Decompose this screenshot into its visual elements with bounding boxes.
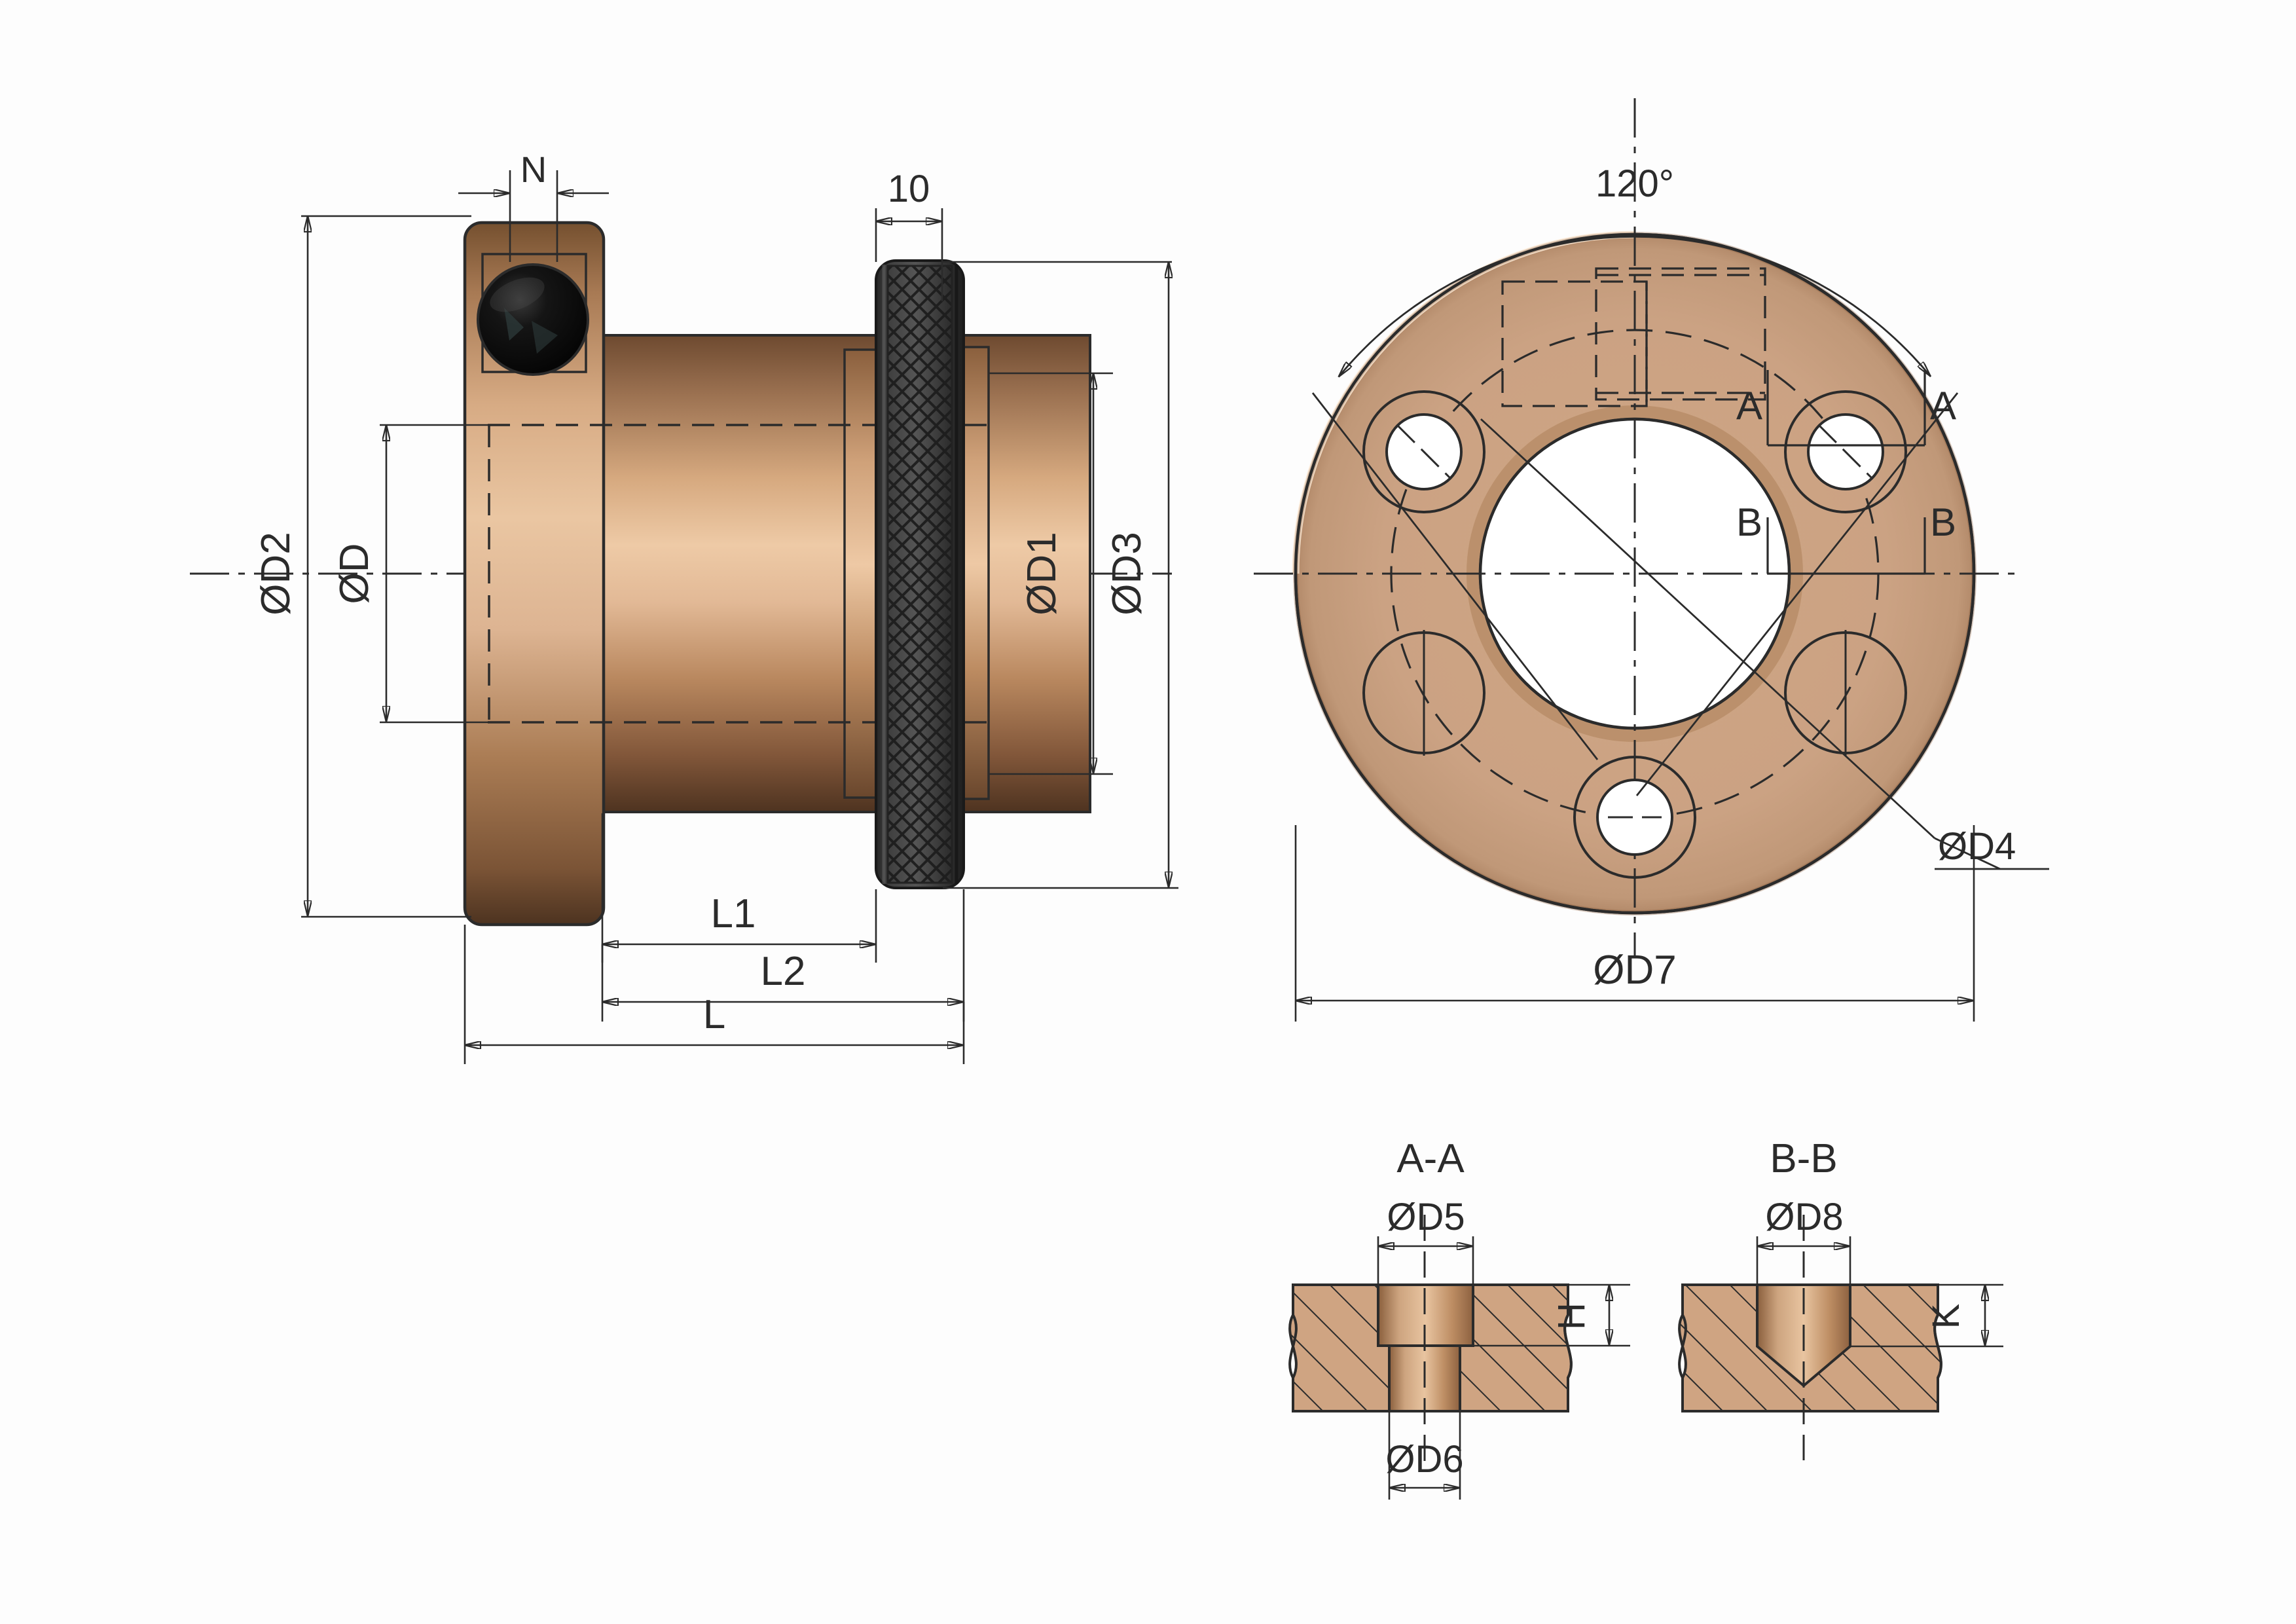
dimension-H: H [1473,1283,1630,1347]
dimension-D2: ØD2 [253,215,471,918]
dim-label-10: 10 [888,168,930,210]
section-mark-bb: B B [1736,500,1956,575]
dimension-L: L [464,925,965,1064]
dim-label-D2: ØD2 [253,532,299,615]
dimension-N: N [458,149,609,262]
dim-label-D8: ØD8 [1765,1196,1843,1238]
bolt-hole-bottom [1573,756,1696,879]
bolt-hole-top-right [1784,390,1907,513]
section-aa-group: A-A ØD5 ØD6 H [1288,1136,1630,1500]
dim-label-D4: ØD4 [1938,825,2016,868]
dim-label-L: L [703,992,725,1037]
knurl-texture [888,266,952,883]
dimension-D: ØD [332,424,491,724]
barrel-step [843,348,879,799]
dimension-K: K [1850,1283,2003,1348]
flange-block [463,221,606,927]
callout-D4: ØD4 [1480,418,2049,870]
dimension-120deg: 120° [1311,162,1959,796]
section-aa-title: A-A [1396,1136,1465,1181]
dimension-10: 10 [875,168,1172,301]
bolt-hole-top-left [1362,390,1485,513]
dimension-D1: ØD1 [989,372,1113,775]
dimension-D6: ØD6 [1385,1411,1464,1500]
dimension-D7: ØD7 [1294,825,1975,1022]
side-view-group: N 10 ØD2 ØD ØD [190,149,1178,1064]
dimension-L1: L1 [601,813,877,963]
dim-label-D1: ØD1 [1019,532,1065,615]
countersunk-hole-left [1362,630,1485,756]
section-bb-break-left [1678,1285,1687,1411]
dim-label-D3: ØD3 [1104,532,1150,615]
dim-label-K: K [1925,1303,1967,1329]
grub-screw [477,263,589,376]
dim-label-L2: L2 [761,949,806,994]
knurled-ring [875,259,965,889]
dimension-D3: ØD3 [943,262,1178,889]
section-label-a-right: A [1930,384,1956,428]
grub-screw-facet-2 [532,321,558,354]
dim-label-D7: ØD7 [1593,948,1676,993]
front-view-group: 120° ØD4 A A B B [1254,98,2049,1022]
dim-label-D6: ØD6 [1385,1438,1463,1481]
dim-label-L1: L1 [711,891,756,936]
section-bb-title: B-B [1770,1136,1837,1181]
hidden-pocket-detail [1501,267,1766,407]
dim-label-D5: ØD5 [1387,1196,1465,1238]
section-mark-aa: A A [1736,370,1956,447]
dim-label-H: H [1550,1302,1593,1330]
dimension-L2: L2 [601,889,965,1022]
section-aa-break-left [1288,1285,1298,1411]
dimension-D5: ØD5 [1377,1196,1474,1285]
dim-label-N: N [520,149,547,190]
grub-screw-highlight [490,277,545,312]
section-label-b-left: B [1736,500,1762,544]
dim-label-D: ØD [332,544,377,604]
section-label-a-left: A [1736,384,1762,428]
section-label-b-right: B [1930,500,1956,544]
dimension-D8: ØD8 [1756,1196,1851,1285]
countersunk-hole-right [1784,630,1907,756]
grub-screw-facet-1 [504,308,524,341]
section-bb-group: B-B ØD8 K [1678,1136,2003,1460]
dim-label-120deg: 120° [1595,162,1674,205]
